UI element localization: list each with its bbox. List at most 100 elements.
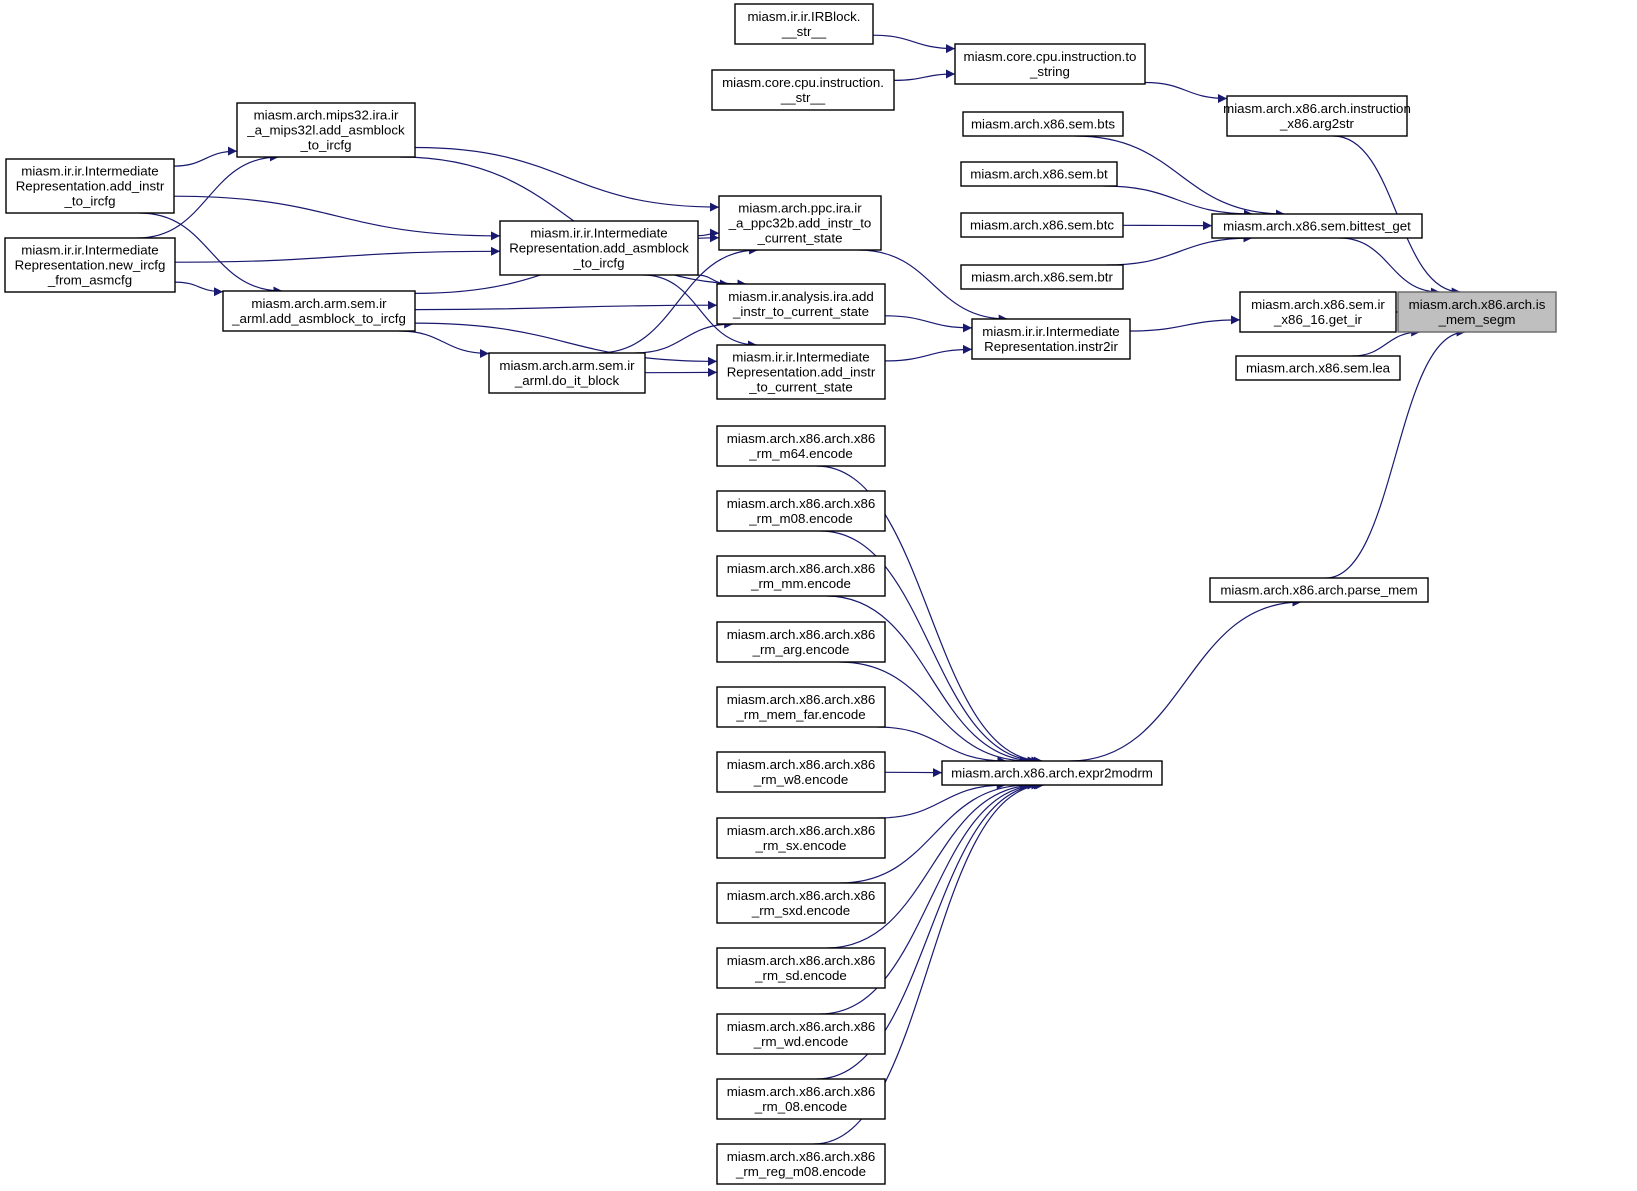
node-rm_wd[interactable]: miasm.arch.x86.arch.x86_rm_wd.encode	[716, 1013, 886, 1055]
node-rm_sxd[interactable]: miasm.arch.x86.arch.x86_rm_sxd.encode	[716, 882, 886, 924]
edge-ir_new_ircfg-to-mips_add	[137, 152, 279, 239]
node-label-line: miasm.ir.ir.Intermediate	[21, 164, 158, 179]
edge-parse_mem-to-root	[1325, 327, 1466, 579]
node-label-line: _to_current_state	[748, 380, 853, 395]
node-root[interactable]: miasm.arch.x86.arch.is_mem_segm	[1397, 291, 1557, 333]
node-box	[716, 1013, 886, 1055]
node-box	[1226, 95, 1408, 137]
edge-ir_add_asmblock-to-ir_add_instr_state	[642, 274, 758, 350]
node-label-line: miasm.arch.arm.sem.ir	[499, 358, 635, 373]
node-bittest_get[interactable]: miasm.arch.x86.sem.bittest_get	[1211, 213, 1423, 239]
node-rm_sx[interactable]: miasm.arch.x86.arch.x86_rm_sx.encode	[716, 817, 886, 859]
node-label-line: miasm.arch.x86.sem.bittest_get	[1223, 219, 1411, 234]
node-box	[954, 43, 1146, 85]
edge-sem_lea-to-root	[1352, 327, 1421, 357]
node-label-line: _a_ppc32b.add_instr_to	[728, 216, 872, 231]
node-ir_add_instr_ircfg[interactable]: miasm.ir.ir.IntermediateRepresentation.a…	[5, 158, 175, 214]
edge-rm_m08-to-expr2modrm	[820, 530, 1041, 766]
node-label-line: _rm_sd.encode	[754, 968, 847, 983]
node-label-line: miasm.ir.ir.Intermediate	[21, 243, 158, 258]
node-sem_lea[interactable]: miasm.arch.x86.sem.lea	[1235, 355, 1401, 381]
edge-ir_add_instr_ircfg-to-mips_add	[173, 146, 238, 167]
node-mips_add[interactable]: miasm.arch.mips32.ira.ir_a_mips32l.add_a…	[236, 102, 416, 158]
node-box	[716, 344, 886, 400]
edge-arm_add_asmblock-to-ir_add_instr_state	[414, 322, 718, 366]
node-rm_mm[interactable]: miasm.arch.x86.arch.x86_rm_mm.encode	[716, 555, 886, 597]
node-sem_btc[interactable]: miasm.arch.x86.sem.btc	[960, 212, 1124, 238]
node-sem_bt[interactable]: miasm.arch.x86.sem.bt	[960, 161, 1118, 187]
node-rm_m08[interactable]: miasm.arch.x86.arch.x86_rm_m08.encode	[716, 490, 886, 532]
node-ppc_add[interactable]: miasm.arch.ppc.ira.ir_a_ppc32b.add_instr…	[718, 195, 882, 251]
node-x86_arg2str[interactable]: miasm.arch.x86.arch.instruction_x86.arg2…	[1223, 95, 1411, 137]
nodes: miasm.arch.x86.arch.is_mem_segm miasm.ir.…	[4, 3, 1557, 1185]
edge-ppc_add-to-instr2ir	[858, 249, 1008, 324]
node-label-line: _rm_sxd.encode	[751, 903, 850, 918]
edge-rm_mm-to-expr2modrm	[826, 595, 1037, 766]
node-get_ir[interactable]: miasm.arch.x86.sem.ir_x86_16.get_ir	[1239, 291, 1397, 333]
node-box	[716, 490, 886, 532]
node-label-line: _string	[1029, 64, 1070, 79]
node-label-line: miasm.arch.x86.arch.x86	[727, 953, 876, 968]
node-label-line: _to_ircfg	[64, 194, 116, 209]
node-sem_btr[interactable]: miasm.arch.x86.sem.btr	[960, 264, 1124, 290]
node-box	[960, 161, 1118, 187]
node-box	[734, 3, 874, 45]
edge-ir_new_ircfg-to-arm_add_asmblock	[174, 281, 224, 297]
node-rm_sd[interactable]: miasm.arch.x86.arch.x86_rm_sd.encode	[716, 947, 886, 989]
node-box	[4, 237, 176, 293]
node-sem_bts[interactable]: miasm.arch.x86.sem.bts	[962, 111, 1124, 137]
node-box	[960, 212, 1124, 238]
edge-sem_bt-to-bittest_get	[1103, 185, 1253, 219]
node-rm_w8[interactable]: miasm.arch.x86.arch.x86_rm_w8.encode	[716, 751, 886, 793]
node-label-line: _rm_08.encode	[754, 1099, 847, 1114]
node-ira_add_instr[interactable]: miasm.ir.analysis.ira.add_instr_to_curre…	[716, 283, 886, 325]
node-label-line: miasm.ir.ir.Intermediate	[982, 324, 1119, 339]
edge-rm_sx-to-expr2modrm	[878, 780, 1006, 819]
node-label-line: Representation.add_instr	[16, 179, 165, 194]
node-box	[1235, 355, 1401, 381]
node-cpu_instr_str[interactable]: miasm.core.cpu.instruction.__str__	[711, 69, 895, 111]
node-ir_add_asmblock[interactable]: miasm.ir.ir.IntermediateRepresentation.a…	[499, 220, 699, 276]
node-rm_reg_m08[interactable]: miasm.arch.x86.arch.x86_rm_reg_m08.encod…	[716, 1143, 886, 1185]
node-rm_arg[interactable]: miasm.arch.x86.arch.x86_rm_arg.encode	[716, 621, 886, 663]
node-label-line: miasm.arch.x86.arch.x86	[727, 1149, 876, 1164]
edge-mips_add-to-ppc_add	[414, 146, 720, 212]
node-rm_mem_far[interactable]: miasm.arch.x86.arch.x86_rm_mem_far.encod…	[716, 686, 886, 728]
node-arm_add_asmblock[interactable]: miasm.arch.arm.sem.ir_arml.add_asmblock_…	[222, 290, 416, 332]
edge-rm_sd-to-expr2modrm	[826, 780, 1037, 949]
edge-rm_08-to-expr2modrm	[816, 780, 1043, 1080]
node-cpu_to_string[interactable]: miasm.core.cpu.instruction.to_string	[954, 43, 1146, 85]
node-arm_do_it[interactable]: miasm.arch.arm.sem.ir_arml.do_it_block	[488, 352, 646, 394]
node-label-line: miasm.arch.x86.arch.x86	[727, 1019, 876, 1034]
edge-rm_mem_far-to-expr2modrm	[877, 726, 1007, 766]
node-box	[716, 686, 886, 728]
edge-arm_do_it-to-ppc_add	[598, 245, 759, 354]
node-label-line: _rm_arg.encode	[752, 642, 850, 657]
edge-cpu_instr_str-to-cpu_to_string	[893, 69, 956, 81]
node-box	[716, 555, 886, 597]
node-parse_mem[interactable]: miasm.arch.x86.arch.parse_mem	[1209, 577, 1429, 603]
node-rm_08[interactable]: miasm.arch.x86.arch.x86_rm_08.encode	[716, 1078, 886, 1120]
node-ir_new_ircfg[interactable]: miasm.ir.ir.IntermediateRepresentation.n…	[4, 237, 176, 293]
node-label-line: _arml.add_asmblock_to_ircfg	[231, 311, 406, 326]
node-box	[716, 621, 886, 663]
node-label-line: Representation.instr2ir	[984, 339, 1118, 354]
edge-ir_add_instr_ircfg-to-arm_add_asmblock	[139, 212, 283, 296]
node-ir_add_instr_state[interactable]: miasm.ir.ir.IntermediateRepresentation.a…	[716, 344, 886, 400]
node-label-line: miasm.arch.x86.arch.parse_mem	[1220, 583, 1417, 598]
edge-arm_add_asmblock-to-arm_do_it	[398, 330, 490, 358]
node-box	[1211, 213, 1423, 239]
node-box	[716, 1143, 886, 1185]
node-label-line: _rm_mem_far.encode	[735, 707, 865, 722]
node-label-line: _a_mips32l.add_asmblock	[246, 123, 405, 138]
node-label-line: _rm_sx.encode	[755, 838, 847, 853]
node-label-line: miasm.arch.arm.sem.ir	[251, 296, 387, 311]
node-instr2ir[interactable]: miasm.ir.ir.IntermediateRepresentation.i…	[971, 318, 1131, 360]
node-box	[1397, 291, 1557, 333]
node-box	[716, 947, 886, 989]
edge-arm_add_asmblock-to-ira_add_instr	[414, 300, 718, 311]
node-expr2modrm[interactable]: miasm.arch.x86.arch.expr2modrm	[941, 760, 1163, 786]
node-rm_m64[interactable]: miasm.arch.x86.arch.x86_rm_m64.encode	[716, 425, 886, 467]
node-label-line: Representation.add_instr	[727, 365, 876, 380]
node-irblock_str[interactable]: miasm.ir.ir.IRBlock.__str__	[734, 3, 874, 45]
